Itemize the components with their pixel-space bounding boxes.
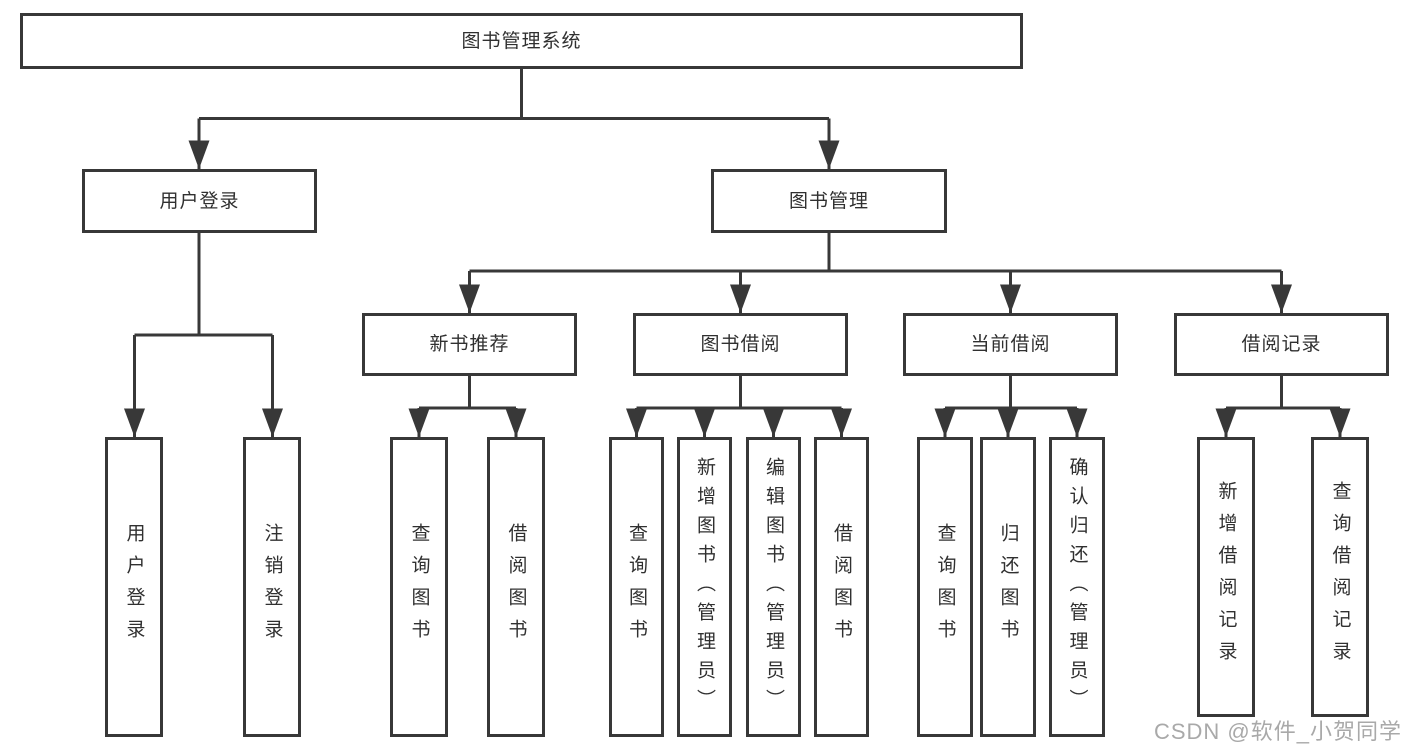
leaf-query-borrow-record-label: 查询借阅记录 xyxy=(1329,481,1351,673)
node-book-management-label: 图书管理 xyxy=(788,190,869,212)
csdn-watermark: CSDN @软件_小贺同学 xyxy=(1153,719,1402,744)
node-current-borrow: 当前借阅 xyxy=(903,313,1118,376)
leaf-logout-login-label: 注销登录 xyxy=(261,523,283,651)
node-book-borrow-label: 图书借阅 xyxy=(700,334,781,355)
leaf-user-login-label: 用户登录 xyxy=(123,523,145,651)
node-book-management: 图书管理 xyxy=(711,169,947,233)
leaf-confirm-return-admin: 确认归还（管理员） xyxy=(1049,437,1105,737)
leaf-query-books-recommend: 查询图书 xyxy=(390,437,448,737)
leaf-query-books-current: 查询图书 xyxy=(917,437,973,737)
leaf-user-login: 用户登录 xyxy=(105,437,163,737)
leaf-query-books-recommend-label: 查询图书 xyxy=(408,523,430,651)
leaf-borrow-books: 借阅图书 xyxy=(814,437,869,737)
leaf-return-book-label: 归还图书 xyxy=(997,523,1019,651)
leaf-add-borrow-record-label: 新增借阅记录 xyxy=(1215,481,1237,673)
leaf-return-book: 归还图书 xyxy=(980,437,1036,737)
leaf-edit-book-admin-label: 编辑图书（管理员） xyxy=(763,456,784,718)
leaf-confirm-return-admin-label: 确认归还（管理员） xyxy=(1066,456,1088,718)
node-root: 图书管理系统 xyxy=(20,13,1023,69)
leaf-logout-login: 注销登录 xyxy=(243,437,301,737)
leaf-add-book-admin-label: 新增图书（管理员） xyxy=(694,456,715,718)
leaf-query-borrow-record: 查询借阅记录 xyxy=(1311,437,1369,717)
node-borrow-record: 借阅记录 xyxy=(1174,313,1389,376)
leaf-edit-book-admin: 编辑图书（管理员） xyxy=(746,437,801,737)
node-book-borrow: 图书借阅 xyxy=(633,313,848,376)
leaf-query-books-borrow-label: 查询图书 xyxy=(626,523,647,651)
leaf-borrow-books-label: 借阅图书 xyxy=(831,523,852,651)
node-user-login: 用户登录 xyxy=(82,169,317,233)
leaf-borrow-books-recommend-label: 借阅图书 xyxy=(505,523,527,651)
leaf-query-books-borrow: 查询图书 xyxy=(609,437,664,737)
leaf-query-books-current-label: 查询图书 xyxy=(934,523,956,651)
node-root-label: 图书管理系统 xyxy=(461,30,582,52)
leaf-borrow-books-recommend: 借阅图书 xyxy=(487,437,545,737)
node-new-book-recommend: 新书推荐 xyxy=(362,313,577,376)
leaf-add-book-admin: 新增图书（管理员） xyxy=(677,437,732,737)
node-borrow-record-label: 借阅记录 xyxy=(1241,334,1322,355)
node-new-book-recommend-label: 新书推荐 xyxy=(429,334,510,355)
leaf-add-borrow-record: 新增借阅记录 xyxy=(1197,437,1255,717)
node-user-login-label: 用户登录 xyxy=(159,190,240,212)
node-current-borrow-label: 当前借阅 xyxy=(970,334,1051,355)
